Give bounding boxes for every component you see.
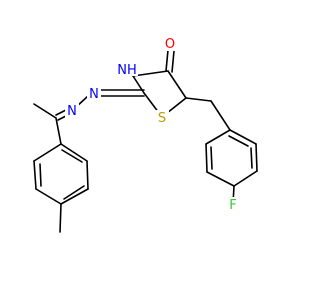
bond-n3-c4: [132, 70, 169, 77]
sulfur-atom-label: S: [158, 111, 166, 126]
fphenyl-bond-1: [229, 129, 257, 145]
fphenyl-inner-1: [250, 147, 253, 169]
bond-ch2-aryl: [210, 100, 231, 131]
n-hydrazone-label-bg: [65, 103, 79, 118]
fphenyl-bond-4: [206, 171, 235, 187]
bond-c4-c5: [167, 70, 187, 99]
oxygen-atom-label: O: [165, 37, 175, 52]
tolyl-bond-3: [35, 188, 62, 205]
bond-c4-o-b: [171, 50, 175, 73]
tolyl-bond-1: [33, 143, 62, 162]
structure-diagram: O NH N N S F: [33, 36, 258, 233]
bond-c4-o-a: [165, 49, 169, 72]
bond-c-tolyl: [55, 117, 62, 145]
fphenyl-bond-3: [233, 170, 258, 187]
o-label-bg: [163, 36, 178, 51]
tolyl-bond-5: [86, 160, 89, 190]
nitrogen-atom-label-hydrazone: N: [67, 104, 77, 119]
bond-tolyl-methyl: [59, 203, 62, 233]
tolyl-bond-2: [33, 160, 37, 190]
bond-c-methyl: [33, 103, 57, 119]
tolyl-inner-2: [63, 185, 85, 200]
fphenyl-inner-2: [210, 146, 213, 170]
nh-atom-label: NH: [117, 63, 137, 78]
bond-c5-ch2: [185, 97, 212, 102]
fluorine-atom-label: F: [229, 198, 236, 213]
s-label-bg: [155, 110, 169, 125]
tolyl-bond-6: [60, 143, 88, 162]
molecule-canvas: O NH N N S F: [33, 36, 258, 233]
fphenyl-inner-3: [228, 135, 249, 147]
fphenyl-bond-6: [205, 129, 231, 145]
tolyl-inner-1: [39, 163, 42, 187]
tolyl-inner-3: [61, 149, 83, 163]
f-label-bg: [227, 197, 240, 212]
nh-label-bg: [116, 61, 138, 76]
nitrogen-atom-label-imine: N: [89, 87, 99, 102]
fphenyl-bond-2: [255, 143, 258, 172]
fphenyl-bond-5: [205, 143, 208, 173]
tolyl-bond-4: [60, 188, 89, 205]
n-imine-label-bg: [87, 86, 101, 101]
